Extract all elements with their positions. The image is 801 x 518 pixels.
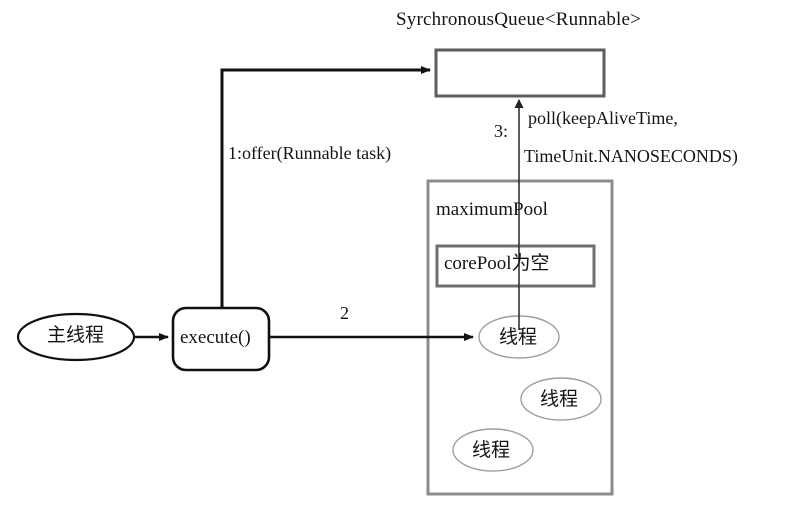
poll-step-index: 3: xyxy=(494,121,509,141)
thread-label-1: 线程 xyxy=(540,389,579,410)
queue-title: SyrchronousQueue<Runnable> xyxy=(396,9,642,30)
poll-edge-label-line1: poll(keepAliveTime, xyxy=(528,108,678,128)
synchronous-queue-box xyxy=(434,48,606,98)
thread-ellipse-1 xyxy=(520,377,602,421)
step2-edge-label: 2 xyxy=(340,303,349,323)
execute-label: execute() xyxy=(180,327,251,348)
core-pool-label: corePool为空 xyxy=(444,253,550,274)
maximum-pool-label: maximumPool xyxy=(436,199,548,220)
thread-label-2: 线程 xyxy=(472,440,511,461)
core-pool-box xyxy=(435,244,596,288)
offer-edge-label: 1:offer(Runnable task) xyxy=(228,143,392,163)
thread-label-0: 线程 xyxy=(499,327,538,348)
poll-edge-label-line2: TimeUnit.NANOSECONDS) xyxy=(524,146,738,166)
main-thread-label: 主线程 xyxy=(47,325,105,346)
thread-ellipse-2 xyxy=(452,428,534,472)
edge-offer-to-queue xyxy=(220,66,431,308)
